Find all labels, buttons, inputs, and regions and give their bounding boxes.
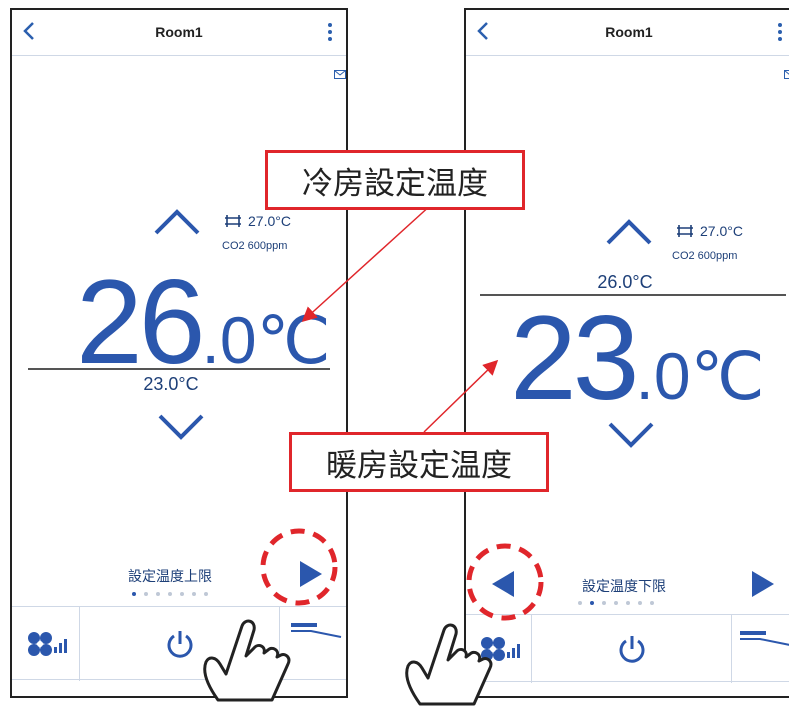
page-dot [180, 592, 184, 596]
page-dot [168, 592, 172, 596]
next-page-button[interactable] [748, 569, 776, 599]
temp-up-button[interactable] [604, 217, 654, 247]
airflow-icon [291, 623, 342, 638]
page-dot [650, 601, 654, 605]
page-dot [204, 592, 208, 596]
outdoor-temp: 27.0°C [676, 223, 743, 239]
co2-reading: CO2 600ppm [672, 250, 738, 262]
app-header: Room1 [466, 10, 789, 56]
power-icon [619, 636, 644, 663]
airflow-button[interactable] [732, 615, 789, 683]
temp-down-button[interactable] [606, 420, 656, 450]
bottom-control-bar [12, 606, 346, 681]
power-button[interactable] [80, 607, 280, 681]
page-label: 設定温度下限 [582, 578, 666, 594]
cooling-setpoint-callout: 冷房設定温度 [265, 150, 525, 210]
setpoint-temperature: 23.0℃ [510, 291, 765, 425]
chevron-left-icon [23, 22, 34, 40]
secondary-temperature: 23.0°C [143, 374, 199, 394]
page-dot [578, 601, 582, 605]
temp-down-button[interactable] [156, 412, 206, 442]
previous-page-button[interactable] [490, 569, 518, 599]
next-page-button[interactable] [296, 559, 324, 589]
back-button[interactable] [16, 16, 42, 46]
page-dot [614, 601, 618, 605]
page-dot [156, 592, 160, 596]
page-indicator [132, 592, 208, 596]
page-indicator [578, 601, 654, 605]
airflow-icon [740, 631, 789, 646]
page-dot [132, 592, 136, 596]
page-dot [626, 601, 630, 605]
outdoor-unit-icon [225, 215, 241, 227]
page-label: 設定温度上限 [128, 568, 212, 584]
secondary-temperature: 26.0°C [597, 272, 653, 292]
airflow-button[interactable] [280, 607, 346, 681]
more-vertical-icon[interactable] [320, 19, 340, 45]
fan-speed-icon [27, 632, 67, 656]
temp-up-button[interactable] [152, 207, 202, 237]
power-button[interactable] [532, 615, 732, 683]
outdoor-temp: 27.0°C [224, 213, 291, 229]
temp-divider [28, 368, 330, 370]
page-dot [638, 601, 642, 605]
back-button[interactable] [470, 16, 496, 46]
fan-speed-button[interactable] [12, 607, 80, 681]
app-header: Room1 [12, 10, 346, 56]
fan-speed-icon [480, 637, 520, 661]
setpoint-temperature: 26.0℃ [76, 255, 331, 389]
page-dot [602, 601, 606, 605]
heating-setpoint-callout: 暖房設定温度 [289, 432, 549, 492]
page-dot [144, 592, 148, 596]
phone-screen-upper-limit: Room1 27.0°C CO2 600ppm 26.0℃ 23.0°C 設定温… [10, 8, 348, 698]
more-vertical-icon[interactable] [770, 19, 789, 45]
chevron-left-icon [477, 22, 488, 40]
phone-screen-lower-limit: Room1 27.0°C CO2 600ppm 26.0°C 23.0℃ 設定温… [464, 8, 789, 698]
page-dot [590, 601, 594, 605]
bottom-control-bar [466, 614, 789, 683]
mail-icon[interactable] [334, 70, 346, 79]
page-title: Room1 [155, 24, 203, 40]
temp-divider [480, 294, 786, 296]
page-title: Room1 [605, 24, 653, 40]
page-dot [192, 592, 196, 596]
fan-speed-button[interactable] [466, 615, 532, 683]
power-icon [167, 631, 192, 658]
co2-reading: CO2 600ppm [222, 240, 288, 252]
outdoor-unit-icon [677, 225, 693, 237]
mail-icon[interactable] [784, 70, 789, 79]
